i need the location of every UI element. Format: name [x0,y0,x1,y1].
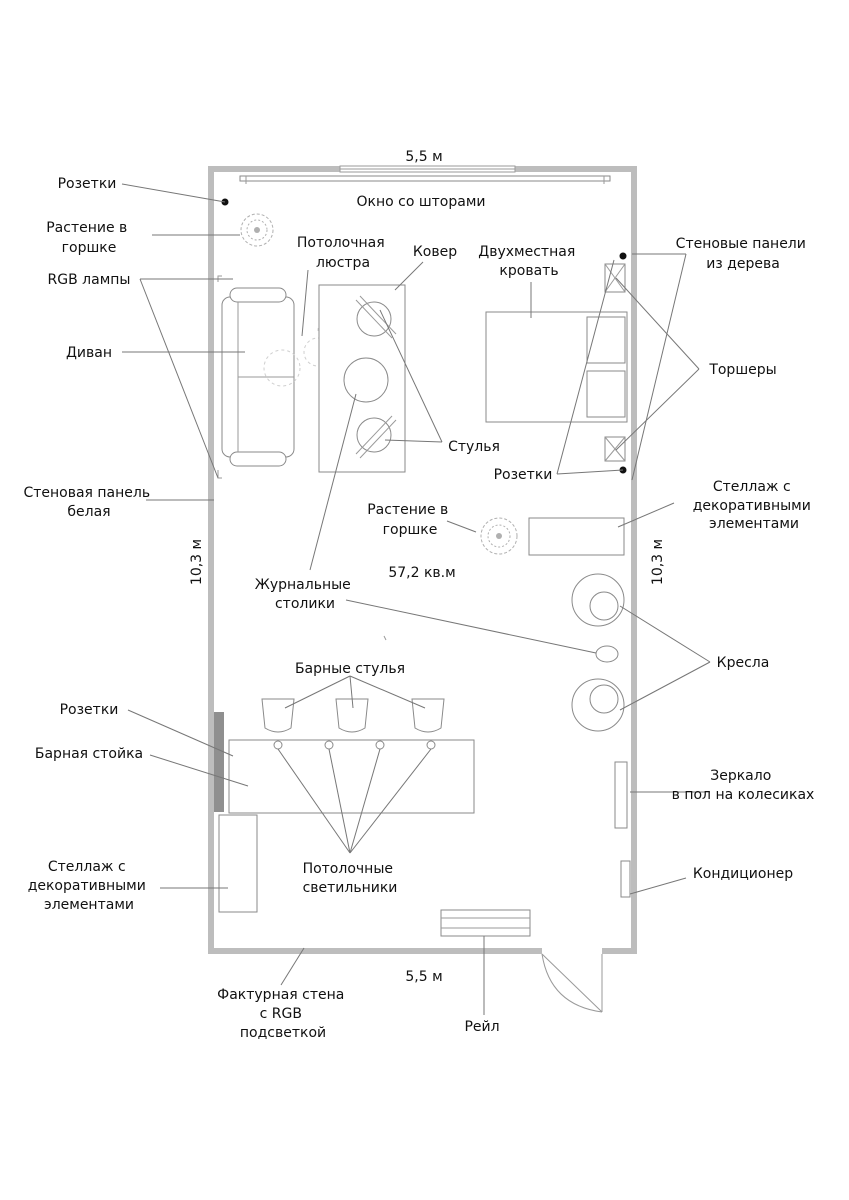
small-coffee-table [595,645,619,663]
leader-lines [121,183,711,1015]
dimension-left: 10,3 м [189,539,205,585]
label-rgb-lamps: RGB лампы [48,272,131,288]
floor-mirror [614,761,628,829]
label-plant-top: Растение в горшке [46,220,132,256]
air-conditioner [620,860,631,898]
textured-wall-strip [214,712,224,812]
floor-lamp-bottom [604,436,626,462]
rgb-lamps [217,275,222,479]
bar-counter [228,739,475,814]
shelf-right [528,517,625,556]
potted-plant-top [240,213,274,247]
area-label: 57,2 кв.м [388,565,455,581]
label-sockets-top-left: Розетки [58,176,117,192]
wall-right [631,166,637,954]
bar-stool-1 [261,698,295,733]
double-bed [485,311,628,423]
room-walls [208,166,637,1013]
label-mirror: Зеркало в пол на колесиках [672,768,815,803]
sofa [221,287,295,467]
label-ceiling-lights: Потолочные светильники [303,861,398,896]
dimension-bottom: 5,5 м [405,969,442,985]
label-coffee-tables: Журнальные столики [255,577,355,612]
dimension-right: 10,3 м [650,539,666,585]
label-window: Окно со шторами [356,194,485,210]
label-plant-middle: Растение в горшке [367,502,453,538]
label-armchairs: Кресла [717,655,770,671]
label-shelf-right: Стеллаж с декоративными элементами [693,479,816,532]
label-sofa: Диван [66,345,112,361]
label-floor-lamps: Торшеры [708,362,776,378]
label-chandelier: Потолочная люстра [297,235,389,271]
label-rail: Рейл [464,1019,499,1035]
door-leaf [541,953,603,1013]
label-air-conditioner: Кондиционер [693,866,793,882]
bar-stool-3 [411,698,445,733]
label-sockets-right: Розетки [494,467,553,483]
label-textured-wall: Фактурная стена с RGB подсветкой [217,987,349,1041]
door-swing [541,953,603,1013]
chair-top [355,295,397,339]
label-sockets-bar: Розетки [60,702,119,718]
label-shelf-left: Стеллаж с декоративными элементами [28,859,151,913]
floor-lamp-top [604,263,626,293]
label-rug: Ковер [413,244,457,260]
label-white-panel: Стеновая панель белая [23,485,154,520]
label-wood-panels: Стеновые панели из дерева [676,236,811,272]
armchair-bottom [571,678,625,732]
label-double-bed: Двухместная кровать [478,244,579,279]
wall-top-left [208,166,340,172]
label-bar-counter: Барная стойка [35,746,143,762]
potted-plant-middle [480,517,518,555]
bar-stool-2 [335,698,369,733]
wall-bottom-left [208,948,542,954]
dimension-top: 5,5 м [405,149,442,165]
round-coffee-table [343,357,389,403]
wall-top-right [515,166,637,172]
label-bar-stools: Барные стулья [295,661,405,677]
shelf-left [218,814,258,913]
chair-bottom [355,415,397,459]
window [239,165,611,184]
socket-dot-right-top [619,252,627,260]
wall-bottom-right [602,948,637,954]
armchair-top [571,573,625,627]
wall-left [208,166,214,954]
clothes-rail [440,909,531,937]
label-chairs: Стулья [448,439,500,455]
